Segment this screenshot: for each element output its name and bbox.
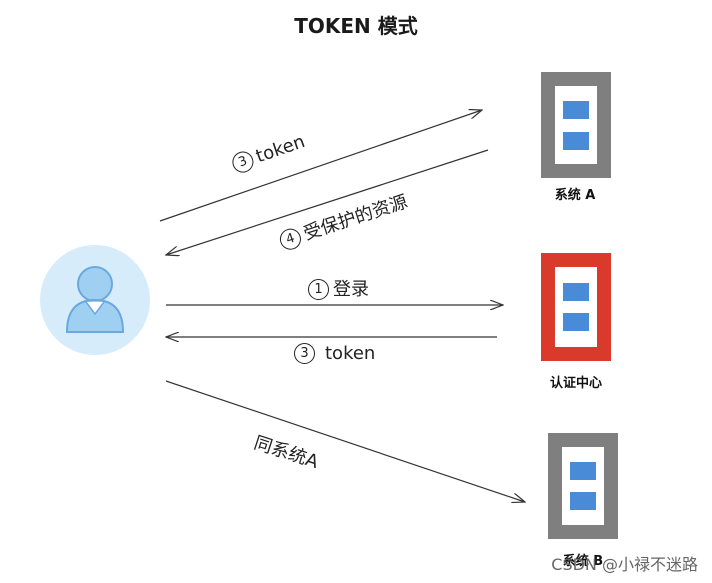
system-a-label: 系统 A: [554, 188, 596, 203]
system-a-server-icon: [541, 72, 611, 178]
system-b-server-icon: [548, 433, 618, 539]
arrow-token-to-system-a: [159, 110, 482, 222]
edge-text: token: [325, 343, 376, 364]
user-icon: [40, 245, 150, 355]
step-number: 1: [308, 279, 329, 300]
auth-center-label: 认证中心: [549, 376, 602, 391]
step-number: 3: [294, 343, 315, 364]
edge-text: 登录: [333, 279, 369, 300]
arrow-to-system-b: [165, 380, 525, 502]
arrow-resource-from-system-a: [166, 149, 489, 255]
edge-label-token-back: 3 token: [294, 343, 375, 364]
system-b-label: 系统 B: [562, 554, 604, 569]
watermark: CSDN @小禄不迷路: [551, 555, 698, 574]
auth-center-server-icon: [541, 253, 611, 361]
diagram-title: TOKEN 模式: [294, 14, 418, 38]
